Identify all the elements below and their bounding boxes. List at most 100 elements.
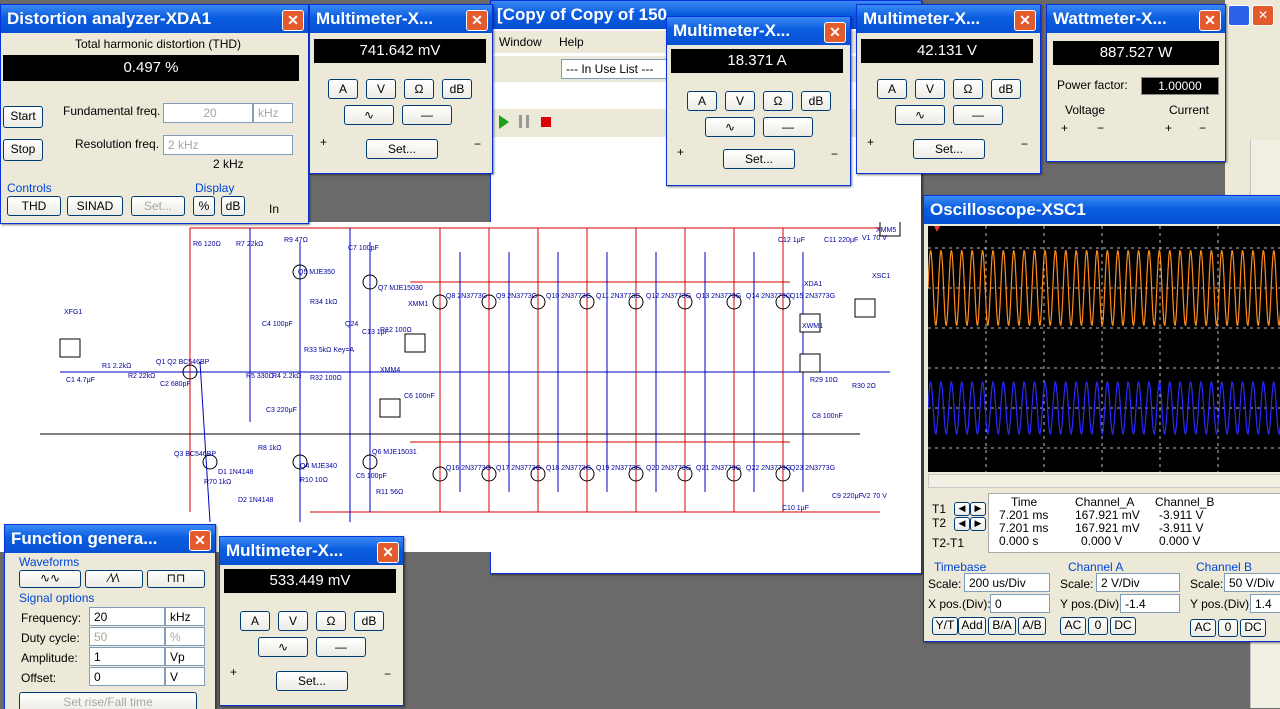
oscilloscope-titlebar[interactable]: Oscilloscope-XSC1 [924, 196, 1280, 224]
rise-fall-time-button[interactable]: Set rise/Fall time [19, 692, 197, 709]
close-icon[interactable]: ✕ [1252, 5, 1274, 26]
ohmmeter-button[interactable]: Ω [404, 79, 434, 99]
current-negative-terminal[interactable]: − [1199, 121, 1207, 135]
input-transistor[interactable] [182, 364, 198, 380]
fundamental-freq-input[interactable]: 20 [163, 103, 253, 123]
positive-terminal[interactable]: + [677, 145, 685, 159]
ohmmeter-button[interactable]: Ω [953, 79, 983, 99]
sinad-button[interactable]: SINAD [67, 196, 123, 216]
pause-icon[interactable] [519, 115, 529, 128]
menu-window[interactable]: Window [499, 35, 542, 49]
power-transistor-top-4[interactable] [628, 294, 644, 310]
xda1-box[interactable] [799, 313, 821, 333]
in-use-list-select[interactable]: --- In Use List --- [561, 59, 671, 79]
negative-terminal[interactable]: − [384, 667, 392, 681]
power-transistor-top-1[interactable] [481, 294, 497, 310]
close-icon[interactable]: ✕ [1014, 10, 1036, 31]
run-icon[interactable] [499, 115, 509, 129]
multimeter-1-titlebar[interactable]: Multimeter-X... [310, 5, 492, 33]
settings-button[interactable]: Set... [276, 671, 348, 691]
timebase-xpos-input[interactable]: 0 [990, 594, 1050, 613]
power-transistor-bottom-3[interactable] [579, 466, 595, 482]
amplitude-input[interactable]: 1 [89, 647, 165, 666]
dc-mode-button[interactable]: — [763, 117, 813, 137]
power-transistor-bottom-5[interactable] [677, 466, 693, 482]
channel-a-zero-button[interactable]: 0 [1088, 617, 1108, 635]
channel-b-zero-button[interactable]: 0 [1218, 619, 1238, 637]
timebase-scale-input[interactable]: 200 us/Div [964, 573, 1050, 592]
ammeter-button[interactable]: A [328, 79, 358, 99]
transistor-q3[interactable] [202, 454, 218, 470]
close-icon[interactable]: ✕ [377, 542, 399, 563]
close-icon[interactable]: ✕ [466, 10, 488, 31]
negative-terminal[interactable]: − [831, 147, 839, 161]
multimeter-3-titlebar[interactable]: Multimeter-X... [857, 5, 1040, 33]
frequency-input[interactable]: 20 [89, 607, 165, 626]
channel-a-dc-button[interactable]: DC [1110, 617, 1136, 635]
restore-icon[interactable] [1228, 5, 1250, 26]
multimeter-4-titlebar[interactable]: Multimeter-X... [220, 537, 403, 565]
ac-mode-button[interactable]: ∿ [895, 105, 945, 125]
dc-mode-button[interactable]: — [316, 637, 366, 657]
function-generator-titlebar[interactable]: Function genera... [5, 525, 215, 553]
fundamental-freq-unit[interactable]: kHz [253, 103, 293, 123]
power-transistor-top-2[interactable] [530, 294, 546, 310]
add-button[interactable]: Add [958, 617, 986, 635]
ac-mode-button[interactable]: ∿ [344, 105, 394, 125]
start-button[interactable]: Start [3, 106, 43, 128]
t1-left-arrow[interactable]: ◀ [954, 502, 970, 516]
negative-terminal[interactable]: − [474, 137, 482, 151]
xmm4-box[interactable] [379, 398, 401, 418]
settings-button[interactable]: Set... [723, 149, 795, 169]
positive-terminal[interactable]: + [230, 665, 238, 679]
close-icon[interactable]: ✕ [189, 530, 211, 551]
xsc1-box[interactable] [854, 298, 876, 318]
settings-button[interactable]: Set... [913, 139, 985, 159]
power-transistor-top-0[interactable] [432, 294, 448, 310]
decibel-button[interactable]: dB [354, 611, 384, 631]
duty-cycle-input[interactable]: 50 [89, 627, 165, 646]
power-transistor-top-3[interactable] [579, 294, 595, 310]
power-transistor-bottom-4[interactable] [628, 466, 644, 482]
menu-help[interactable]: Help [559, 35, 584, 49]
t2-right-arrow[interactable]: ▶ [970, 517, 986, 531]
distortion-analyzer-titlebar[interactable]: Distortion analyzer-XDA1 [1, 5, 308, 33]
db-button[interactable]: dB [221, 196, 245, 216]
cursor-t1-marker[interactable] [934, 226, 940, 232]
frequency-unit[interactable]: kHz [165, 607, 205, 626]
close-icon[interactable]: ✕ [1199, 10, 1221, 31]
close-icon[interactable]: ✕ [824, 22, 846, 43]
thd-button[interactable]: THD [7, 196, 61, 216]
ohmmeter-button[interactable]: Ω [763, 91, 793, 111]
voltmeter-button[interactable]: V [725, 91, 755, 111]
positive-terminal[interactable]: + [867, 135, 875, 149]
b-over-a-button[interactable]: B/A [988, 617, 1016, 635]
stop-icon[interactable] [541, 117, 551, 127]
square-wave-button[interactable]: ⊓⊓ [147, 570, 205, 588]
wattmeter-titlebar[interactable]: Wattmeter-X... [1047, 5, 1225, 33]
power-transistor-top-6[interactable] [726, 294, 742, 310]
power-transistor-bottom-2[interactable] [530, 466, 546, 482]
ammeter-button[interactable]: A [687, 91, 717, 111]
xmm1-box[interactable] [404, 333, 426, 353]
power-transistor-top-7[interactable] [775, 294, 791, 310]
xmm5-box[interactable] [879, 222, 901, 237]
decibel-button[interactable]: dB [801, 91, 831, 111]
voltmeter-button[interactable]: V [278, 611, 308, 631]
percent-button[interactable]: % [193, 196, 215, 216]
ammeter-button[interactable]: A [877, 79, 907, 99]
xfg1-box[interactable] [59, 338, 81, 358]
ammeter-button[interactable]: A [240, 611, 270, 631]
amplitude-unit[interactable]: Vp [165, 647, 205, 666]
settings-button[interactable]: Set... [366, 139, 438, 159]
settings-button[interactable]: Set... [131, 196, 185, 216]
driver-transistor-q7[interactable] [362, 274, 378, 290]
driver-transistor-q5[interactable] [292, 264, 308, 280]
power-transistor-bottom-0[interactable] [432, 466, 448, 482]
sine-wave-button[interactable]: ∿∿ [19, 570, 81, 588]
triangle-wave-button[interactable]: ⁄\⁄\ [85, 570, 143, 588]
voltage-positive-terminal[interactable]: + [1061, 121, 1069, 135]
yt-button[interactable]: Y/T [932, 617, 958, 635]
decibel-button[interactable]: dB [991, 79, 1021, 99]
positive-terminal[interactable]: + [320, 135, 328, 149]
